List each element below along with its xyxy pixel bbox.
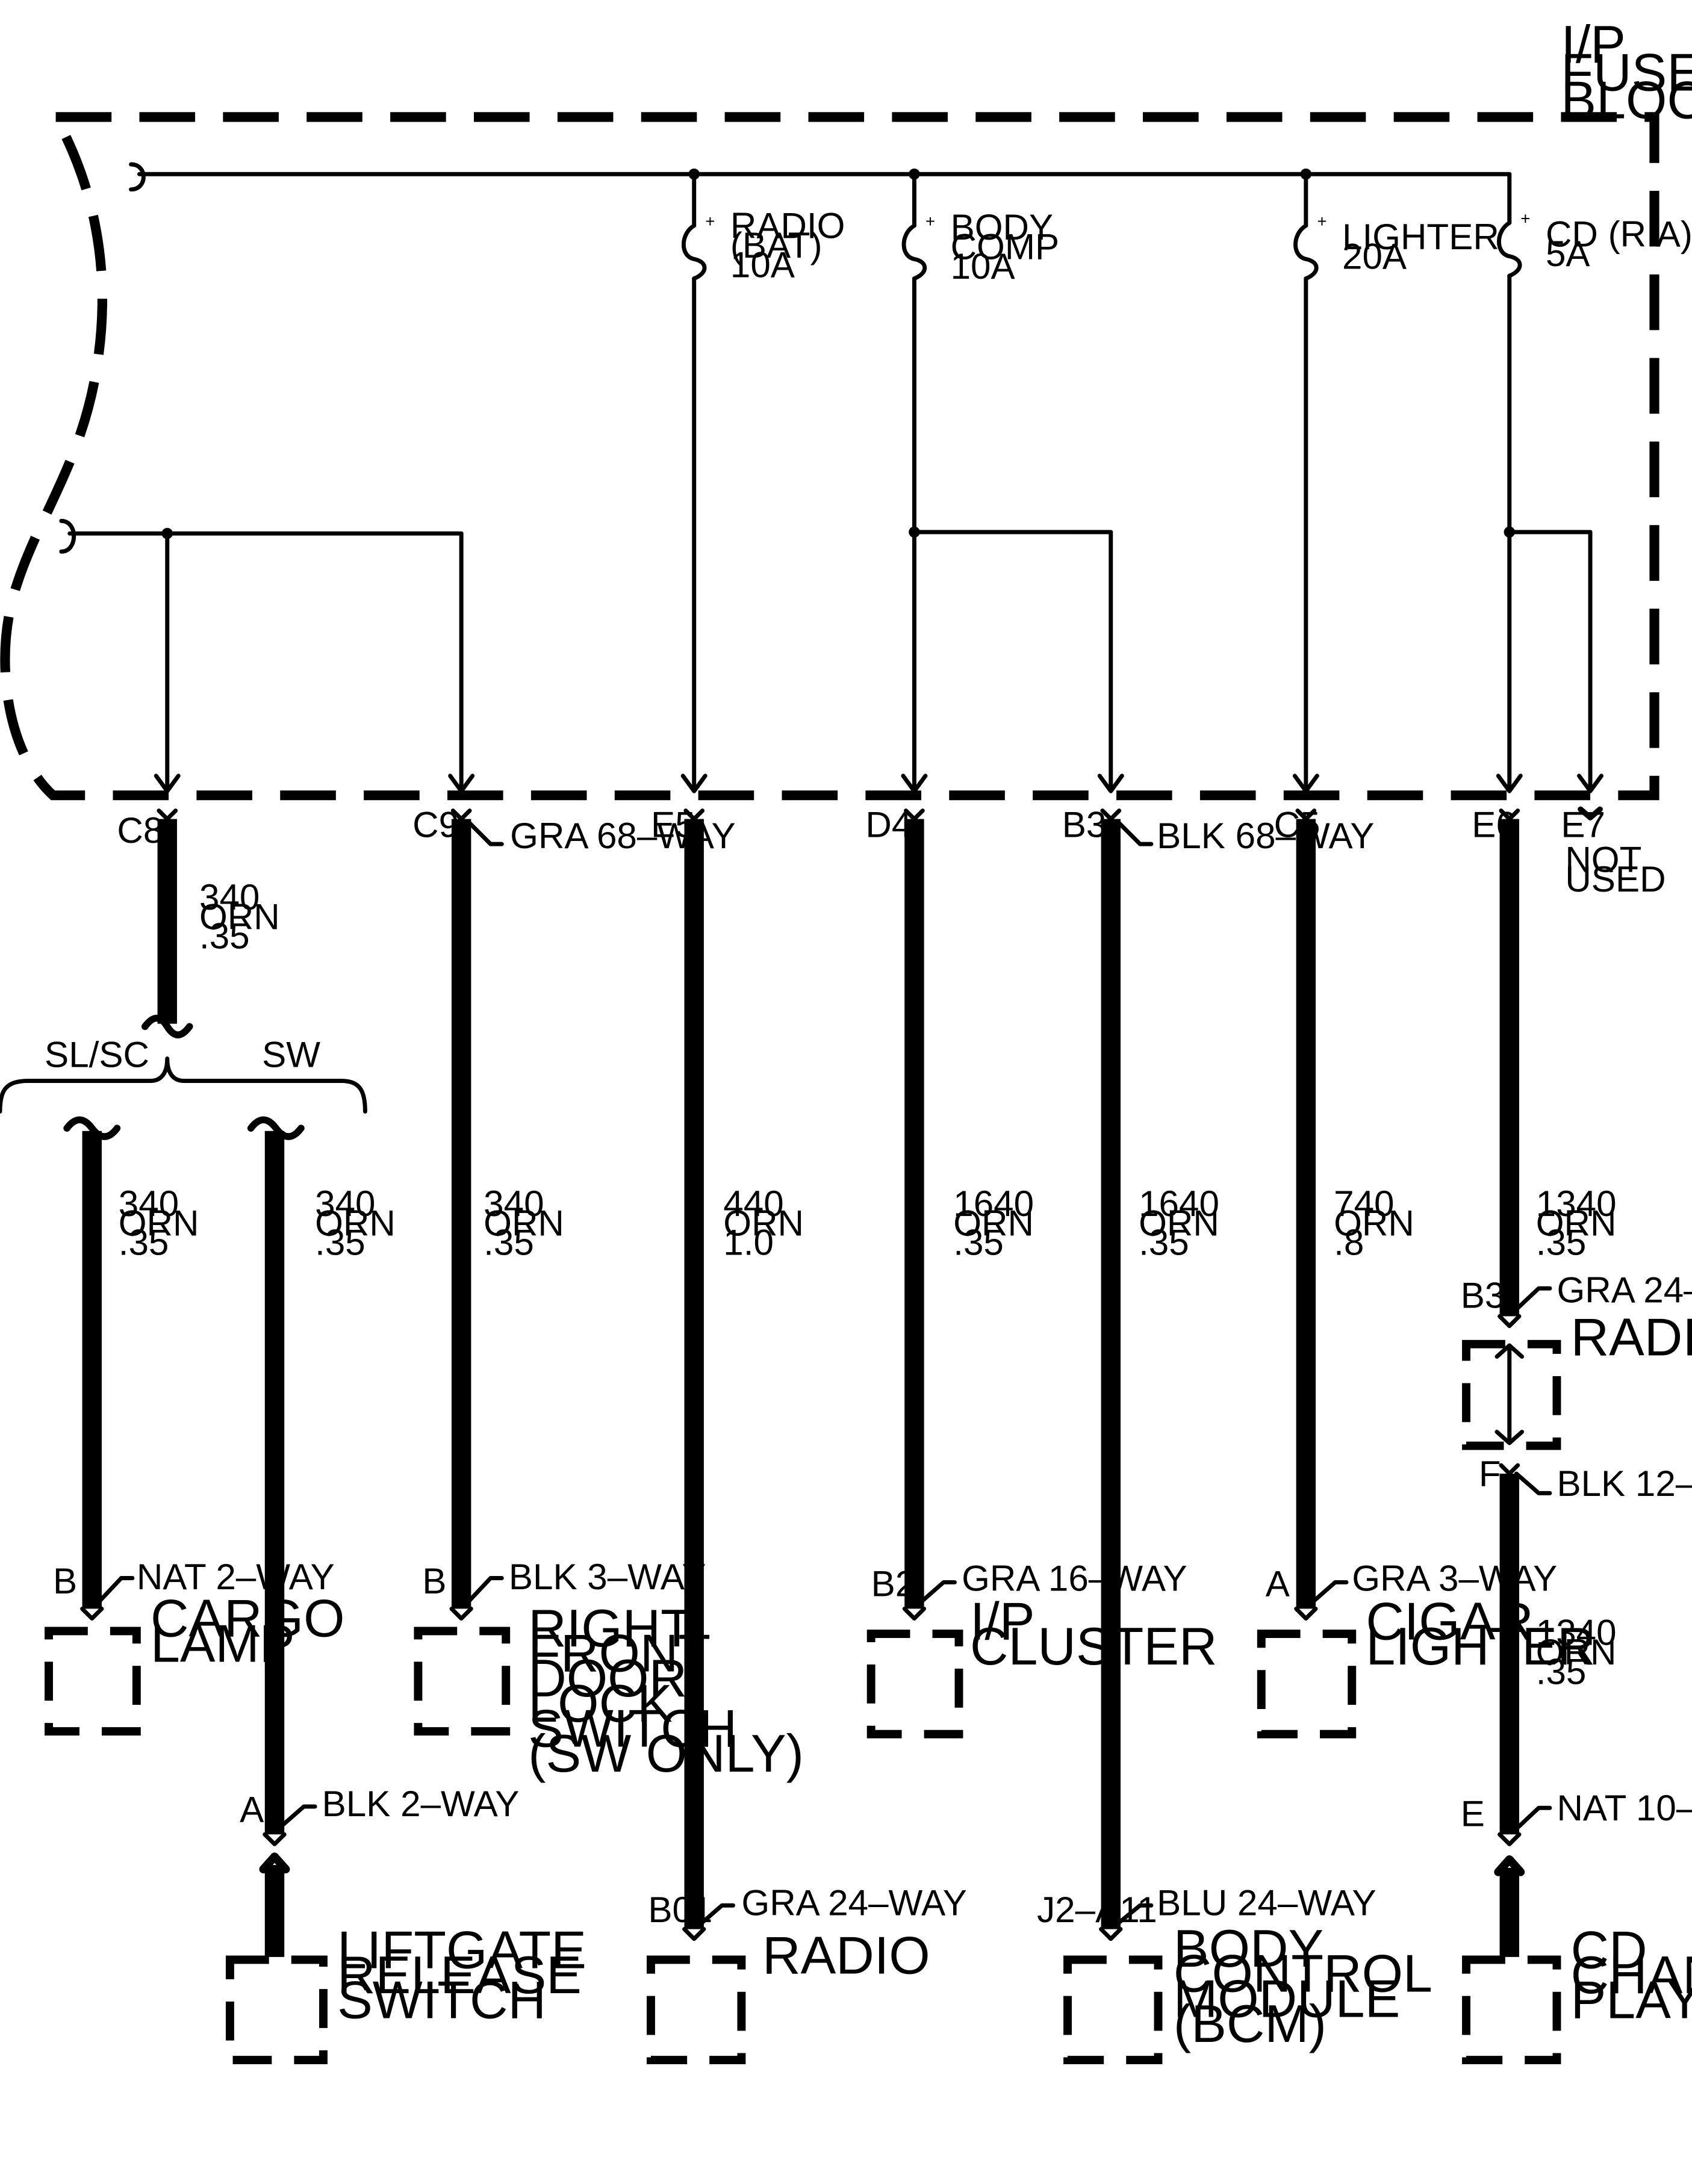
pin-liftgate: A [240, 1789, 264, 1829]
wire-cargo-lamp [63, 1116, 135, 1621]
not-used-label: NOT USED [1565, 839, 1666, 899]
component-name-liftgate: LIFTGATE RELEASE SWITCH [337, 1920, 601, 2029]
pin-cd-f: F [1479, 1454, 1501, 1494]
component-box-ip-cluster [866, 1630, 963, 1739]
connector-cd-changer: NAT 10–WAY [1557, 1788, 1692, 1828]
wire-bcm [1099, 808, 1154, 1941]
connector-arrowheads [154, 774, 1604, 793]
radio-passthrough [1494, 1343, 1525, 1445]
connector-bcm: BLU 24–WAY [1157, 1882, 1376, 1923]
wire-cd-e6 [1498, 808, 1552, 1329]
fuse-radio-bat: + [681, 172, 715, 789]
pin-e7-marker [1578, 806, 1603, 821]
component-box-bcm [1063, 1955, 1163, 2065]
pin-c8: C8 [117, 810, 163, 851]
fuse-label-body-comp: BODY COMP 10A [951, 207, 1069, 287]
wire-ip-cluster [902, 808, 957, 1621]
connector-liftgate: BLK 2–WAY [322, 1784, 520, 1824]
connector-radio-b3: GRA 24–WAY [1557, 1270, 1692, 1310]
wire-door-lock [449, 808, 504, 1621]
svg-text:+: + [925, 212, 935, 231]
pin-b3: B3 [1062, 805, 1107, 845]
component-name-cd-changer: CD CHANGER/ PLAYER [1571, 1920, 1692, 2029]
connector-cd-f: BLK 12–WAY [1557, 1463, 1692, 1504]
internal-bus [59, 162, 1512, 789]
pin-ip-cluster: B2 [871, 1564, 916, 1604]
component-name-ip-cluster: I/P CLUSTER [970, 1591, 1218, 1676]
component-box-radio-e5 [647, 1955, 746, 2065]
wire-c8 [0, 808, 367, 1114]
fuse-block-title: I/P FUSE BLOCK [1561, 14, 1692, 130]
fuse-body-comp: + [901, 172, 1113, 789]
wire-label-cd-f: 1340 ORN .35 [1536, 1613, 1627, 1692]
wire-cd-f [1494, 1463, 1552, 1957]
fuse-block-outline [0, 112, 1659, 801]
component-box-radio-b3 [1462, 1339, 1561, 1450]
wire-label-ip-cluster: 1640 ORN .35 [953, 1184, 1044, 1263]
fuse-label-radio-bat: RADIO (BAT) 10A [730, 206, 855, 285]
wire-label-radio-e5: 440 ORN 1.0 [723, 1184, 813, 1263]
connector-door-lock: BLK 3–WAY [509, 1557, 706, 1597]
pin-cd-changer: E [1461, 1793, 1485, 1834]
wire-label-cargo-lamp: 340 ORN .35 [119, 1184, 209, 1263]
connector-ip-cluster: GRA 16–WAY [962, 1558, 1187, 1598]
pin-radio-b3: B3 [1461, 1276, 1505, 1316]
pin-door-lock: B [422, 1561, 446, 1601]
component-box-door-lock [414, 1627, 511, 1736]
fuse-lighter: + [1293, 172, 1327, 789]
wire-radio-e5 [682, 808, 735, 1941]
wire-cigar-lighter [1294, 808, 1349, 1621]
component-box-cargo-lamp [45, 1627, 141, 1736]
connector-b3: BLK 68–WAY [1157, 816, 1374, 856]
component-name-bcm: BODY CONTROL MODULE (BCM) [1174, 1919, 1447, 2053]
pin-cargo-lamp: B [53, 1561, 77, 1601]
component-box-cd-changer [1462, 1955, 1561, 2065]
wire-label-cigar-lighter: 740 ORN .8 [1334, 1184, 1424, 1263]
component-box-cigar-lighter [1257, 1630, 1357, 1739]
connector-radio-e5: GRA 24–WAY [741, 1882, 967, 1923]
wire-label-liftgate: 340 ORN .35 [315, 1184, 405, 1263]
connector-cargo-lamp: NAT 2–WAY [137, 1557, 335, 1597]
branch-label-sl-sc: SL/SC [45, 1034, 149, 1075]
wire-label-door-lock: 340 ORN .35 [484, 1184, 574, 1263]
pin-cigar-lighter: A [1266, 1564, 1290, 1604]
connector-cigar-lighter: GRA 3–WAY [1352, 1558, 1557, 1598]
component-name-radio-b3: RADIO [1571, 1307, 1692, 1367]
component-box-liftgate [225, 1955, 328, 2065]
svg-text:+: + [705, 212, 715, 231]
component-name-cargo-lamp: CARGO LAMP [151, 1589, 359, 1674]
pin-radio-e5: B01 [648, 1890, 712, 1930]
svg-text:+: + [1317, 212, 1327, 231]
component-name-door-lock: RIGHT FRONT DOOR LOCK SWITCH (SW ONLY) [528, 1598, 804, 1783]
fuse-label-lighter: LIGHTER 20A [1342, 217, 1509, 276]
pin-bcm: J2–A11 [1037, 1890, 1157, 1930]
fuse-cd-ria: + [1496, 209, 1593, 789]
wire-liftgate [247, 1116, 317, 1957]
component-name-radio-e5: RADIO [762, 1926, 930, 1985]
fuse-label-cd-ria: CD (RIA) 5A [1546, 214, 1692, 274]
wire-label-cd-e6: 1340 ORN .35 [1536, 1184, 1627, 1263]
svg-text:+: + [1520, 209, 1530, 228]
wire-label-c8: 340 ORN .35 [199, 877, 290, 957]
wire-label-bcm: 1640 ORN .35 [1139, 1184, 1230, 1263]
branch-label-sw: SW [262, 1034, 320, 1075]
